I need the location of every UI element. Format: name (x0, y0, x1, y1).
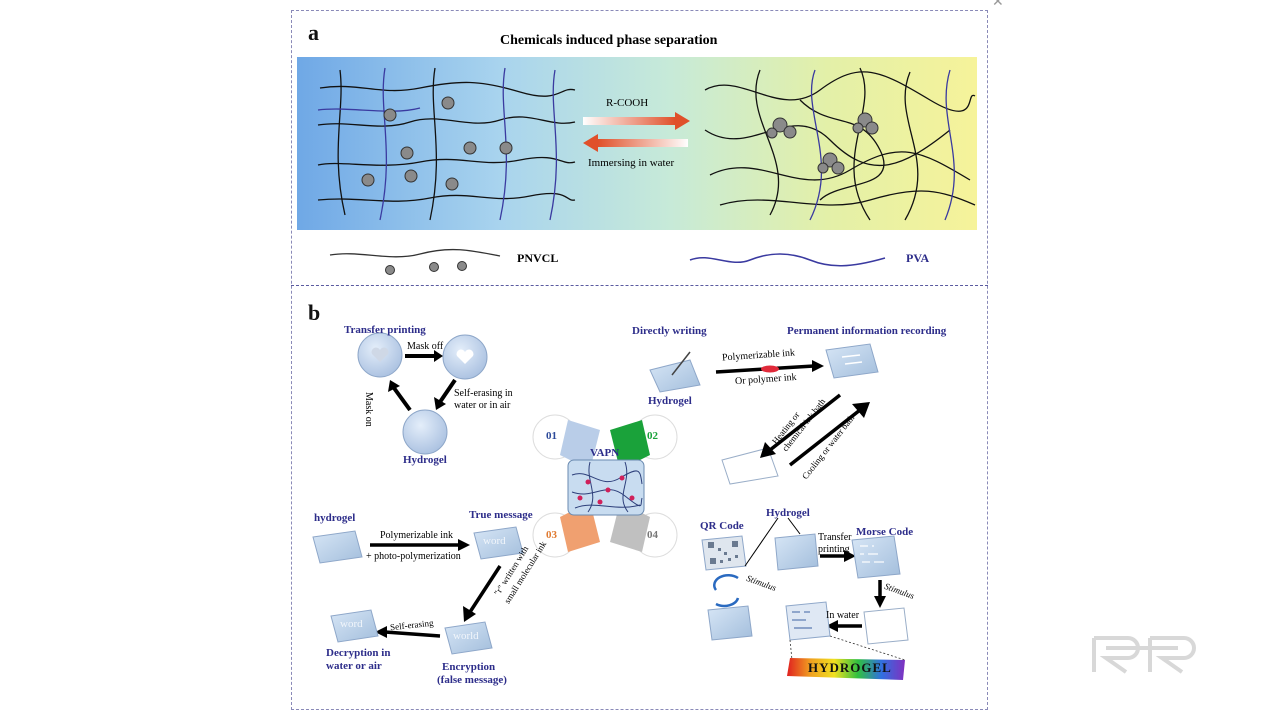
directly-writing-label: Directly writing (632, 325, 707, 337)
stimulus-slab (863, 607, 909, 645)
permanent-label: Permanent information recording (787, 325, 947, 337)
codes-arrow-2 (874, 580, 886, 608)
permanent-lines (841, 354, 863, 365)
zoom-lines (789, 635, 906, 661)
hydrogel-pointer-line (787, 517, 801, 535)
word-decrypt-text: word (340, 618, 363, 630)
qr-hydrogel-line (744, 517, 779, 567)
world-text: world (453, 630, 479, 642)
decryption-label-1: Decryption in (326, 647, 391, 659)
printing-label: printing (818, 544, 850, 555)
right-pendant-clusters (766, 112, 879, 175)
decryption-slab (330, 609, 379, 643)
forward-arrow (583, 112, 690, 130)
transfer-discs (357, 332, 488, 455)
left-network-black (317, 67, 576, 221)
codes-arrow-1 (820, 550, 856, 562)
writing-hydrogel-label: Hydrogel (648, 395, 692, 407)
qr-code-label: QR Code (700, 520, 744, 532)
enc-hydrogel-slab (312, 530, 363, 564)
legend-pnvcl-label: PNVCL (517, 251, 559, 265)
num-01: 01 (546, 430, 557, 442)
right-network-black (704, 67, 976, 221)
writing-hydrogel-slab (649, 359, 701, 393)
mask-on-label: Mask on (363, 392, 374, 427)
enc-arrow-1 (370, 539, 470, 551)
figure-frame (291, 10, 988, 710)
morse-slab (851, 535, 901, 579)
hydrogel-banner-text: HYDROGEL (808, 660, 892, 675)
codes-arrow-3 (826, 620, 862, 632)
watermark-logo (1092, 636, 1196, 674)
self-erasing-label-2: water or in air (454, 400, 511, 411)
qr-code-icon (701, 535, 747, 571)
qr-result-slab (707, 605, 753, 641)
photo-polymerization-label: + photo-polymerization (366, 551, 461, 562)
cycle-icon (713, 574, 740, 608)
encryption-label-2: (false message) (437, 674, 507, 686)
in-water-label: In water (826, 610, 860, 621)
transfer-arrows (388, 350, 457, 412)
enc-hydrogel-label: hydrogel (314, 512, 356, 524)
codes-hydrogel-slab (774, 533, 819, 571)
writing-arrow (715, 360, 824, 374)
morse-code-label: Morse Code (856, 526, 914, 538)
transfer-label: Transfer (818, 532, 852, 543)
transfer-title: Transfer printing (344, 324, 426, 336)
forward-arrow-label: R-COOH (606, 97, 649, 109)
codes-hydrogel-label: Hydrogel (766, 507, 810, 519)
decryption-label-2: water or air (326, 660, 382, 672)
back-arrow (583, 134, 688, 152)
close-icon[interactable]: ✕ (992, 0, 1004, 10)
true-message-slab (473, 526, 524, 560)
encryption-label-1: Encryption (442, 661, 496, 673)
panel-b-letter: b (308, 300, 321, 325)
panel-divider (291, 285, 988, 286)
heating-arrows (760, 393, 870, 467)
enc-arrow-2 (463, 565, 502, 622)
in-water-slab (785, 601, 831, 641)
enc-arrow-3 (375, 626, 441, 638)
pen-icon (671, 351, 691, 376)
panel-a-letter: a (308, 20, 319, 45)
right-network-blue (809, 69, 955, 221)
legend-pnvcl-groups (385, 261, 467, 275)
legend-pva-label: PVA (906, 251, 930, 265)
left-pendant-groups (361, 96, 513, 191)
vapn-dots (577, 475, 635, 505)
permanent-slab (825, 343, 879, 379)
vapn-label: VAPN (590, 447, 620, 459)
num-03: 03 (546, 529, 557, 541)
self-erasing-label-1: Self-erasing in (454, 388, 513, 399)
in-water-marks (792, 611, 812, 629)
back-arrow-label: Immersing in water (588, 157, 675, 169)
mask-off-label: Mask off (407, 341, 444, 352)
heart-faint-icon (371, 347, 389, 362)
vapn-network-box (567, 459, 645, 516)
enc-polymerizable-ink-label: Polymerizable ink (380, 530, 454, 541)
true-message-label: True message (469, 509, 533, 521)
num-04: 04 (647, 529, 658, 541)
panel-a-title: Chemicals induced phase separation (500, 33, 718, 48)
morse-marks (860, 545, 884, 563)
legend-pnvcl-chain (329, 248, 501, 258)
heart-icon (456, 349, 474, 364)
num-02: 02 (647, 430, 658, 442)
encryption-slab (444, 621, 493, 655)
transfer-hydrogel-label: Hydrogel (403, 454, 447, 466)
left-network-blue (317, 67, 558, 221)
hydrogel-banner-bg (787, 658, 905, 680)
word-true-text: word (483, 535, 506, 547)
legend-pva-chain (689, 253, 886, 267)
